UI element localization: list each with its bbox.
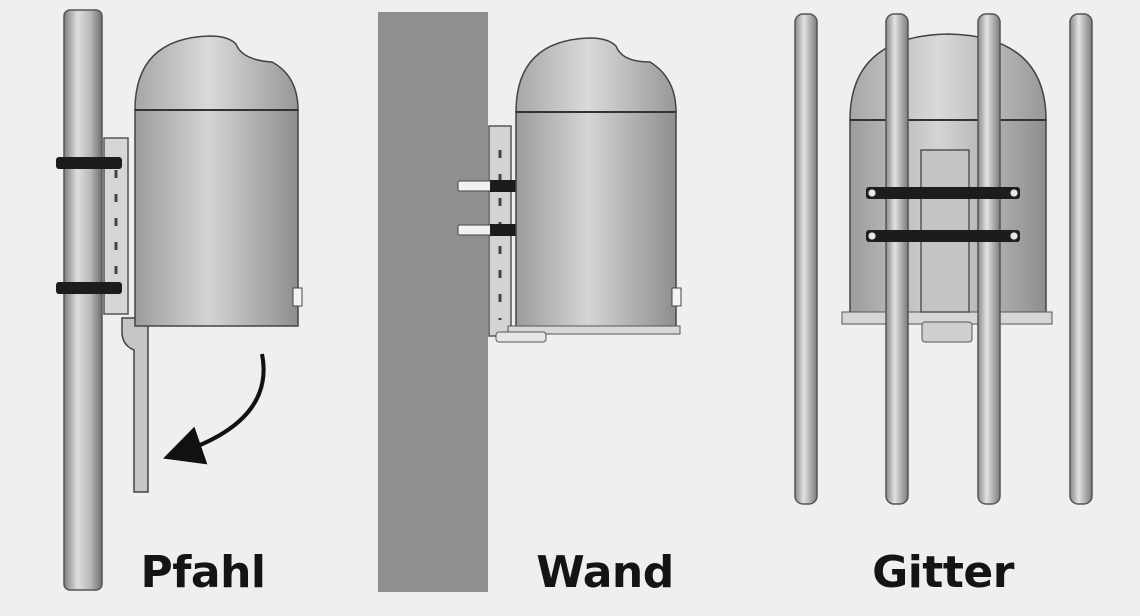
grille-bar-4 [1069,13,1093,505]
wall [378,12,488,592]
strap-bottom [56,282,122,294]
pole-mounting [56,9,303,591]
grille-bar-3 [977,13,1001,505]
caption-pole: Pfahl [140,547,267,598]
caption-wall: Wand [536,547,674,598]
tilt-arrow [163,353,266,465]
strap-top [56,157,122,169]
grille-mounting [794,13,1093,505]
clamp-strap-bottom [866,230,1020,242]
hinge-arm [121,317,149,493]
waste-bin-dome [134,35,299,111]
waste-bin-dome [849,33,1047,121]
wall-mounting [378,12,682,592]
waste-bin-body [515,111,677,329]
waste-bin-body [134,109,299,327]
caption-grille: Gitter [872,547,1014,598]
pole [63,9,103,591]
waste-bin-dome [515,37,677,113]
grille-bar-2 [885,13,909,505]
grille-bar-1 [794,13,818,505]
clamp-strap-top [866,187,1020,199]
